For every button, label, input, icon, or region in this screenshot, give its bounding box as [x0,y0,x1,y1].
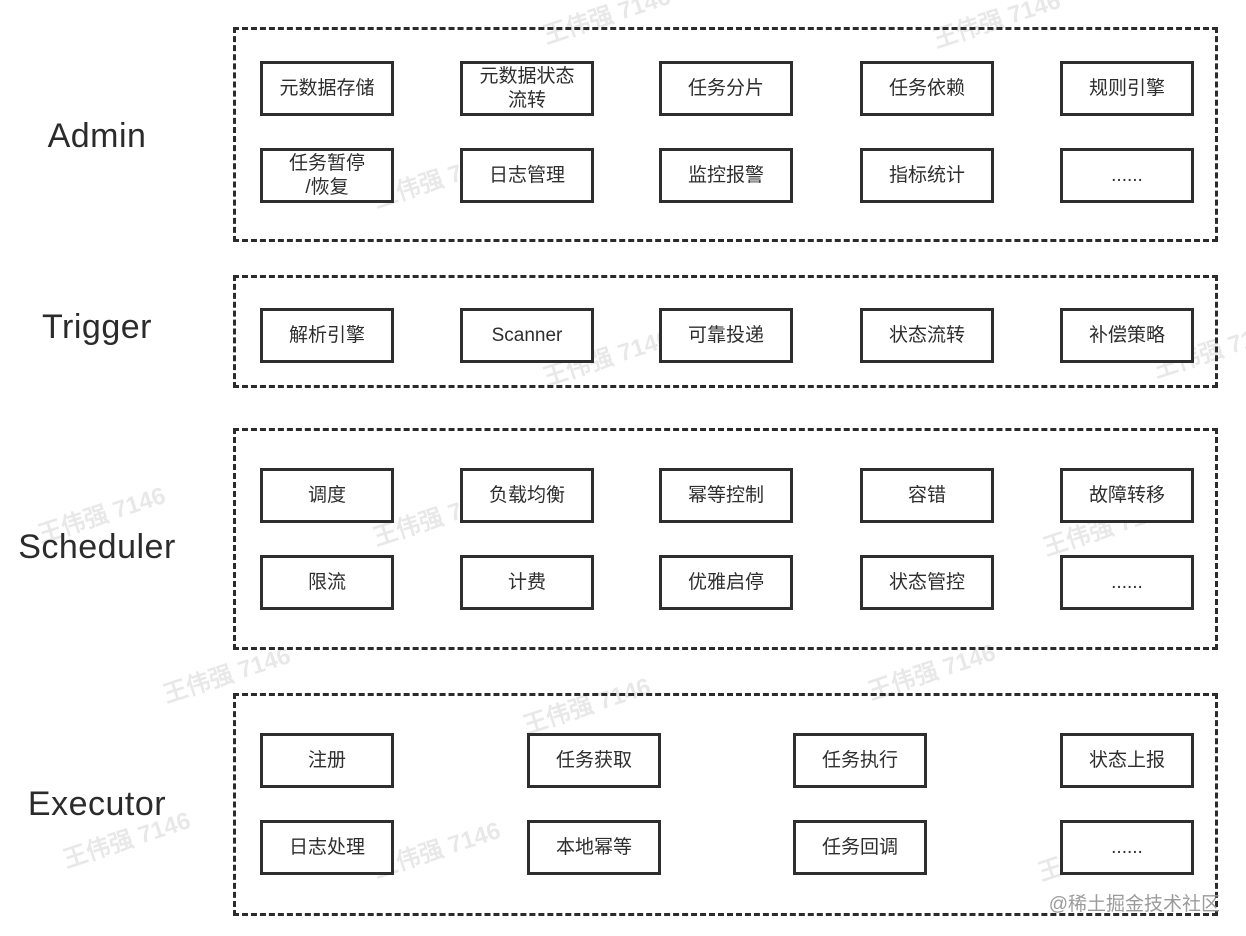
component-box-scheduler-more: ...... [1060,555,1194,610]
attribution-watermark: @稀土掘金技术社区 [1048,894,1220,915]
component-box-task-execute: 任务执行 [793,733,927,788]
section-container-admin: 元数据存储 元数据状态 流转 任务分片 任务依赖 规则引擎 任务暂停 /恢复 日… [233,27,1218,242]
component-box-state-control: 状态管控 [860,555,994,610]
section-label-executor: Executor [27,785,167,823]
component-box-compensation: 补偿策略 [1060,308,1194,363]
component-box-local-idempotent: 本地幂等 [527,820,661,875]
section-label-admin: Admin [47,117,147,155]
component-box-metadata-storage: 元数据存储 [260,61,394,116]
component-box-task-sharding: 任务分片 [659,61,793,116]
component-box-load-balance: 负载均衡 [460,468,594,523]
component-box-log-processing: 日志处理 [260,820,394,875]
component-box-metric-stats: 指标统计 [860,148,994,203]
section-label-scheduler: Scheduler [18,528,176,566]
section-container-executor: 注册 任务获取 任务执行 状态上报 日志处理 本地幂等 任务回调 ...... [233,693,1218,916]
component-box-task-dependency: 任务依赖 [860,61,994,116]
component-box-fault-tolerance: 容错 [860,468,994,523]
component-box-task-callback: 任务回调 [793,820,927,875]
component-box-scheduling: 调度 [260,468,394,523]
component-box-log-management: 日志管理 [460,148,594,203]
section-container-scheduler: 调度 负载均衡 幂等控制 容错 故障转移 限流 计费 优雅启停 状态管控 ...… [233,428,1218,650]
component-box-rate-limit: 限流 [260,555,394,610]
component-box-rule-engine: 规则引擎 [1060,61,1194,116]
component-box-idempotent-control: 幂等控制 [659,468,793,523]
component-box-task-pause-resume: 任务暂停 /恢复 [260,148,394,203]
component-box-billing: 计费 [460,555,594,610]
component-box-register: 注册 [260,733,394,788]
component-box-admin-more: ...... [1060,148,1194,203]
component-box-task-fetch: 任务获取 [527,733,661,788]
component-box-scanner: Scanner [460,308,594,363]
section-container-trigger: 解析引擎 Scanner 可靠投递 状态流转 补偿策略 [233,275,1218,388]
component-box-metadata-state-flow: 元数据状态 流转 [460,61,594,116]
component-box-monitor-alert: 监控报警 [659,148,793,203]
component-box-parse-engine: 解析引擎 [260,308,394,363]
section-label-trigger: Trigger [42,308,152,346]
component-box-state-flow: 状态流转 [860,308,994,363]
component-box-executor-more: ...... [1060,820,1194,875]
component-box-failover: 故障转移 [1060,468,1194,523]
component-box-graceful-restart: 优雅启停 [659,555,793,610]
component-box-reliable-delivery: 可靠投递 [659,308,793,363]
component-box-status-report: 状态上报 [1060,733,1194,788]
